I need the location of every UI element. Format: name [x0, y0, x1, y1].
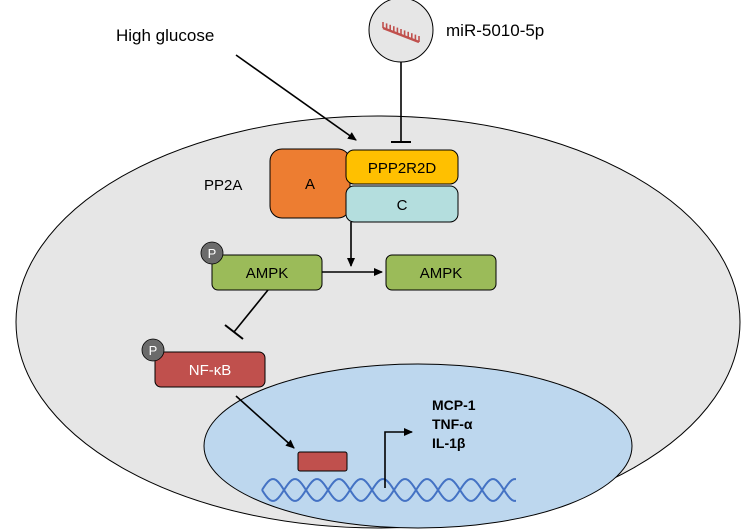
ampk-label: AMPK: [420, 265, 463, 282]
ampk-phospho-label: AMPK: [246, 265, 289, 282]
nfkb-phospho-badge: [141, 338, 165, 362]
pp2a-label: PP2A: [204, 177, 242, 194]
gene-label: MCP-1: [432, 397, 476, 413]
subunit-c-box: [345, 185, 459, 223]
ampk-box: [385, 254, 497, 291]
ampk-phospho-badge: [200, 241, 224, 265]
mirna-strand-icon: [382, 22, 420, 44]
subunit-b-label: PPP2R2D: [368, 160, 437, 177]
high-glucose-arrow: [235, 54, 357, 141]
mirna-label: miR-5010-5p: [446, 21, 544, 40]
gene-list: MCP-1 TNF-α IL-1β: [432, 397, 476, 451]
ampk-inhibition-bar: [224, 324, 244, 340]
gene-label: IL-1β: [432, 435, 466, 451]
transcription-arrow: [384, 428, 413, 488]
nfkb-box: [154, 351, 266, 388]
nfkb-label: NF-κB: [189, 362, 232, 379]
dna-helix-icon: [261, 478, 516, 502]
high-glucose-label: High glucose: [116, 26, 214, 45]
nfkb-bound-box: [297, 451, 348, 472]
ampk-phospho-badge-label: P: [208, 246, 217, 261]
subunit-b-box: [345, 149, 459, 185]
nucleus: [203, 363, 633, 529]
gene-label: TNF-α: [432, 416, 473, 432]
subunit-c-label: C: [397, 197, 408, 214]
ampk-inhibition-line: [233, 289, 269, 333]
subunit-a-label: A: [305, 176, 315, 193]
nfkb-phospho-badge-label: P: [149, 343, 158, 358]
nfkb-translocation-arrow: [235, 395, 295, 449]
